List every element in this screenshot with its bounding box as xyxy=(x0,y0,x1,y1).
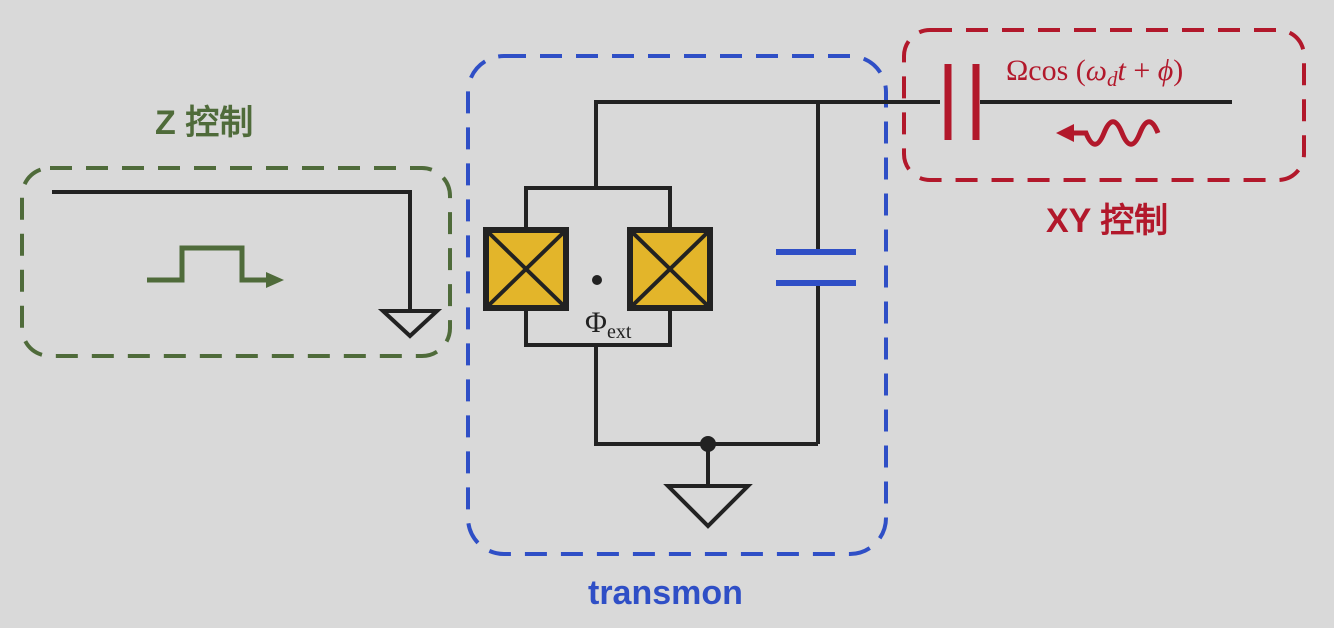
square-pulse-arrow-icon xyxy=(147,245,284,288)
transmon-wiring xyxy=(524,100,1232,484)
capacitor-icon xyxy=(776,249,856,286)
flux-symbol: Φ xyxy=(585,306,607,339)
wavy-arrow-icon xyxy=(1056,119,1161,147)
transmon-label: transmon xyxy=(588,574,743,612)
flux-subscript: ext xyxy=(607,321,632,343)
ground-node-dot xyxy=(700,436,716,452)
drive-plus: + xyxy=(1126,54,1158,87)
transmon-box xyxy=(466,54,888,556)
z-control-line xyxy=(52,190,412,310)
z-control-label: Z 控制 xyxy=(155,104,253,142)
xy-control-box xyxy=(902,28,1306,182)
drive-omega: ω xyxy=(1086,54,1107,87)
xy-control-label: XY 控制 xyxy=(1046,202,1168,240)
flux-dot-icon xyxy=(592,275,602,285)
z-ground-icon xyxy=(377,309,443,339)
transmon-ground-icon xyxy=(663,484,753,529)
xy-control-group: XY 控制 Ωcos (ωdt + ϕ) xyxy=(902,28,1306,240)
transmon-group: transmon Φext xyxy=(466,54,1232,612)
josephson-junction-icon xyxy=(627,227,713,311)
drive-close: ) xyxy=(1173,54,1183,87)
drive-omega-sub: d xyxy=(1107,67,1118,91)
z-control-group: Z 控制 xyxy=(20,104,452,358)
z-control-box xyxy=(20,166,452,358)
flux-label: Φext xyxy=(585,306,632,343)
drive-phi: ϕ xyxy=(1158,54,1174,87)
josephson-junction-icon xyxy=(483,227,569,311)
drive-formula: Ωcos (ωdt + ϕ) xyxy=(1006,54,1183,91)
xy-coupling-capacitor-icon xyxy=(940,64,980,140)
drive-omega-cos: Ωcos ( xyxy=(1006,54,1086,87)
drive-t: t xyxy=(1117,54,1126,87)
